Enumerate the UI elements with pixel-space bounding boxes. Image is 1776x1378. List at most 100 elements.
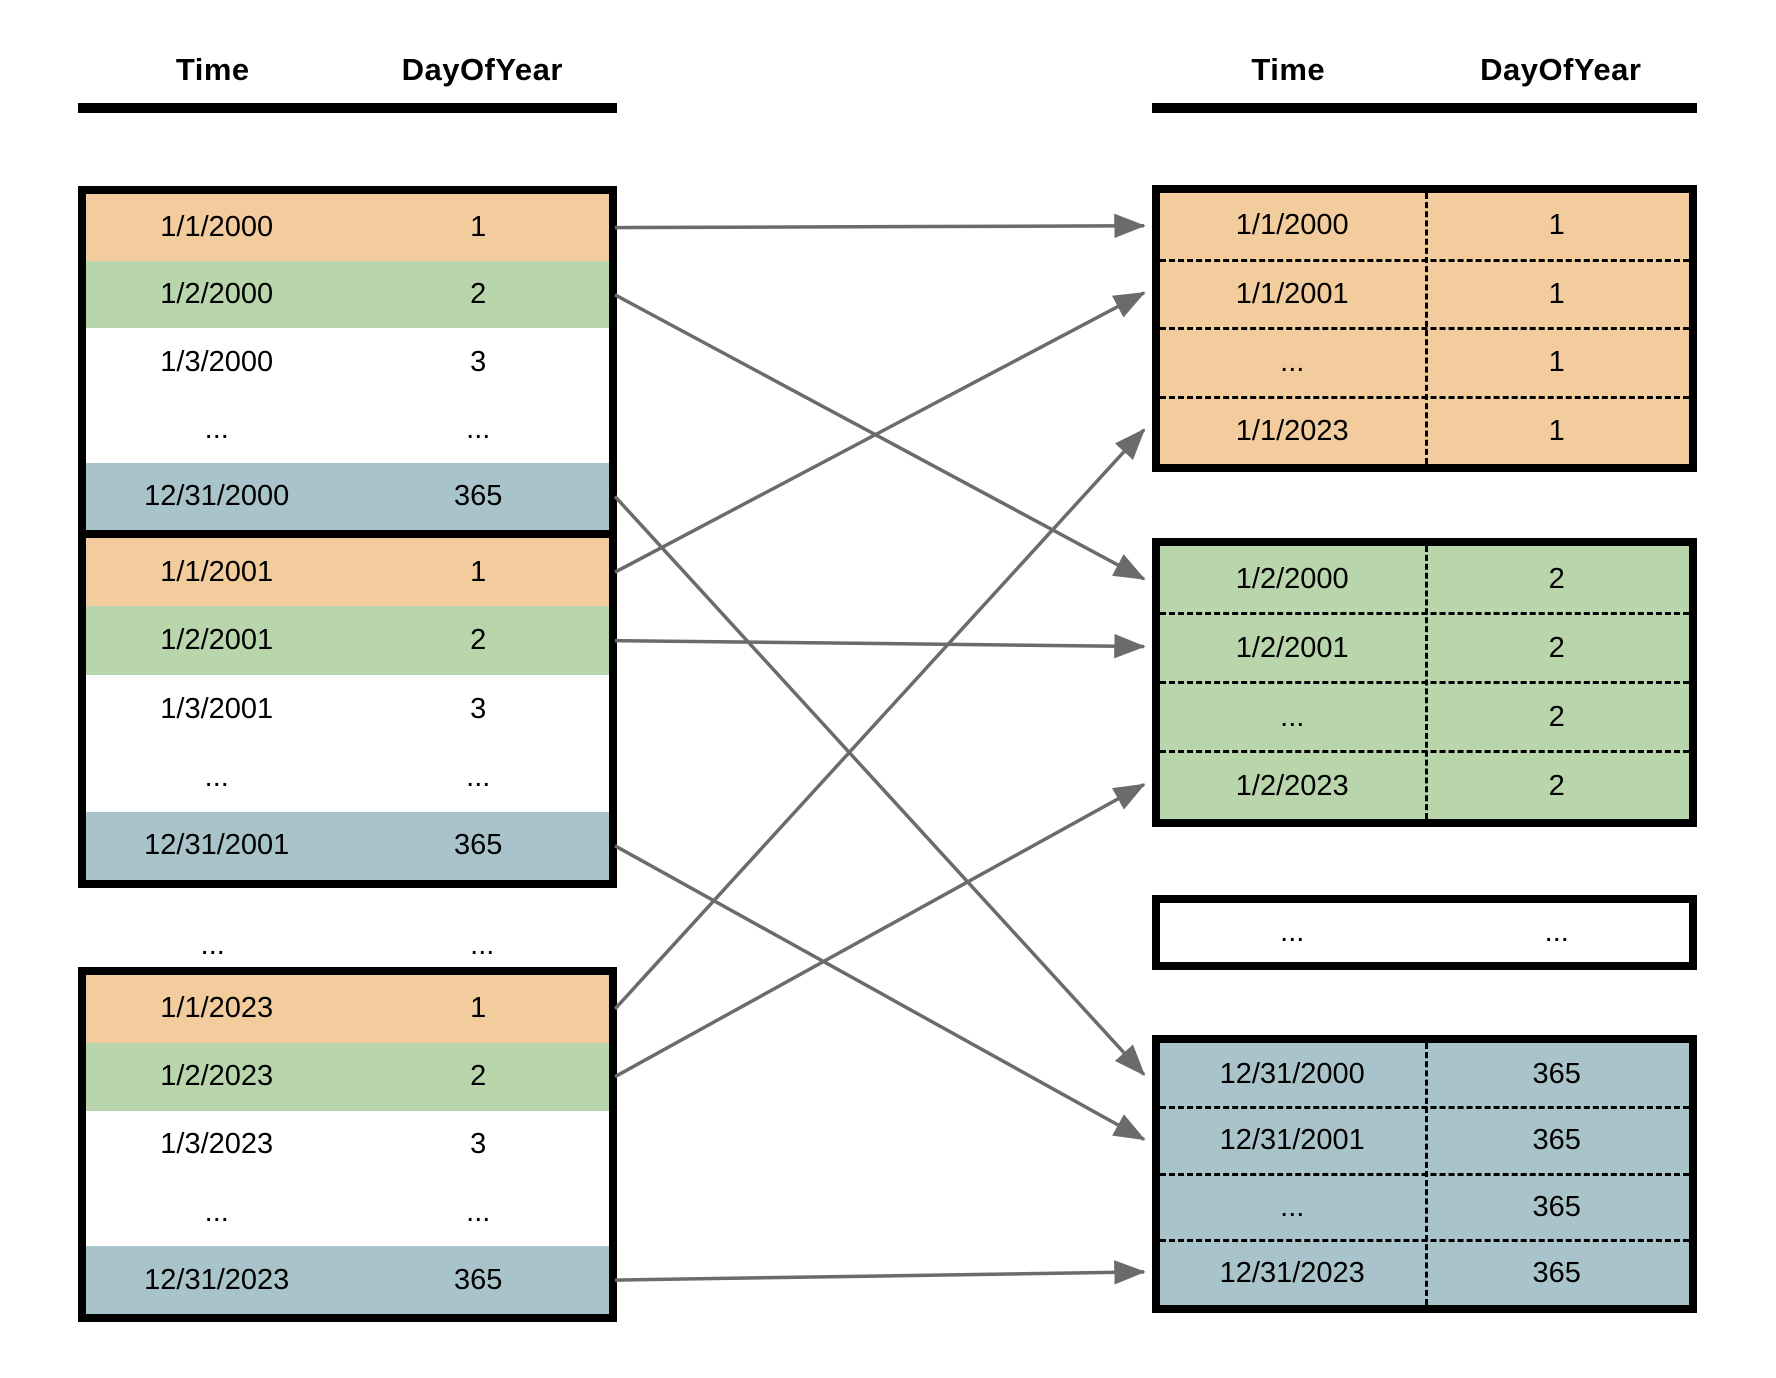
dayofyear-cell: 1 (1548, 346, 1565, 379)
dayofyear-cell: 2 (1548, 631, 1565, 664)
dayofyear-cell: 365 (1532, 1256, 1581, 1289)
time-cell: 1/2/2001 (1235, 631, 1349, 664)
dayofyear-cell: 365 (1532, 1058, 1581, 1091)
dayofyear-cell: 365 (454, 1263, 503, 1296)
mapping-arrow (614, 1260, 1146, 1285)
right-group-block: 1/2/2000 2 1/2/2001 2... 2 1/2/2023 2 (1152, 538, 1697, 827)
dayofyear-cell: ... (466, 1195, 491, 1228)
time-cell: ... (204, 412, 229, 445)
dayofyear-cell: 365 (454, 479, 503, 512)
dayofyear-cell: 2 (470, 624, 487, 657)
time-cell: 1/1/2001 (160, 555, 274, 588)
column-divider (1424, 546, 1428, 819)
time-cell: ... (204, 1195, 229, 1228)
time-cell: 1/2/2000 (1235, 562, 1349, 595)
table-row: 1/3/2000 3 (86, 328, 609, 396)
time-cell: ... (1280, 700, 1305, 733)
time-cell: ... (1280, 1190, 1305, 1223)
dayofyear-cell: ... (1544, 916, 1569, 948)
left-header-underline (78, 103, 617, 113)
mapping-arrow (614, 782, 1146, 1079)
dayofyear-cell: ... (466, 412, 491, 445)
time-cell: 1/1/2000 (160, 211, 274, 244)
dayofyear-cell: 3 (470, 345, 487, 378)
table-row: 1/3/2023 3 (86, 1110, 609, 1179)
time-cell: 1/3/2001 (160, 692, 274, 725)
mapping-arrow (614, 844, 1146, 1141)
right-group-block: 1/1/2000 1 1/1/2001 1... 1 1/1/2023 1 (1152, 185, 1697, 472)
table-row: 12/31/2000 365 (86, 462, 609, 531)
time-cell: 1/1/2023 (1235, 414, 1349, 447)
dayofyear-cell: 1 (1548, 414, 1565, 447)
column-divider (1424, 1043, 1428, 1305)
table-row: 1/1/2001 1 (86, 538, 609, 607)
dayofyear-cell: ... (466, 760, 491, 793)
mapping-arrow (614, 291, 1146, 574)
mapping-arrow (613, 495, 1146, 1076)
right-time-column-header: Time (1251, 52, 1326, 87)
left-table-header: Time DayOfYear (78, 48, 617, 92)
table-row: ...... (1160, 903, 1689, 962)
dayofyear-cell: 1 (470, 211, 487, 244)
table-row: 12/31/2001 365 (86, 811, 609, 881)
time-cell: 1/3/2000 (160, 345, 274, 378)
dayofyear-cell: 2 (1548, 562, 1565, 595)
mapping-arrow (613, 428, 1146, 1011)
table-row: 1/1/2000 1 (86, 194, 609, 262)
dayofyear-cell: 2 (1548, 700, 1565, 733)
table-row: ...... (86, 395, 609, 463)
time-cell: 1/1/2000 (1235, 209, 1349, 242)
mapping-arrow (614, 213, 1146, 239)
time-cell: 12/31/2000 (144, 479, 290, 512)
table-row: ...... (86, 743, 609, 812)
time-cell: ... (200, 929, 225, 961)
table-row: ...... (86, 1178, 609, 1247)
table-row: 1/1/2000 1 (1160, 193, 1689, 259)
right-dayofyear-column-header: DayOfYear (1480, 52, 1642, 87)
dayofyear-cell: 1 (470, 555, 487, 588)
time-cell: 12/31/2023 (144, 1263, 290, 1296)
dayofyear-cell: 3 (470, 692, 487, 725)
time-cell: 12/31/2001 (144, 829, 290, 862)
dayofyear-cell: 365 (454, 829, 503, 862)
time-cell: 12/31/2023 (1219, 1256, 1365, 1289)
time-cell: 1/2/2023 (1235, 769, 1349, 802)
right-table-header: Time DayOfYear (1152, 48, 1697, 92)
time-cell: ... (1280, 346, 1305, 379)
dayofyear-cell: 365 (1532, 1124, 1581, 1157)
ellipsis-row: ...... (78, 888, 617, 967)
time-cell: 12/31/2001 (1219, 1124, 1365, 1157)
table-row: 12/31/2023 365 (86, 1246, 609, 1314)
dayofyear-cell: 2 (470, 1060, 487, 1093)
time-cell: 1/1/2001 (1235, 277, 1349, 310)
table-row: 1/2/2023 2 (86, 1042, 609, 1111)
left-time-column-header: Time (175, 52, 250, 87)
dayofyear-cell: 3 (470, 1127, 487, 1160)
dayofyear-cell: 1 (470, 992, 487, 1025)
time-cell: 1/1/2023 (160, 992, 274, 1025)
time-cell: 1/2/2023 (160, 1060, 274, 1093)
dayofyear-cell: ... (470, 929, 495, 961)
dayofyear-cell: 365 (1532, 1190, 1581, 1223)
time-cell: 1/2/2000 (160, 278, 274, 311)
dayofyear-cell: 1 (1548, 277, 1565, 310)
left-dayofyear-column-header: DayOfYear (401, 52, 563, 87)
table-row: 1/3/2001 3 (86, 674, 609, 744)
dayofyear-cell: 1 (1548, 209, 1565, 242)
table-row: 1/2/2000 2 (1160, 546, 1689, 612)
right-group-block: ...... (1152, 895, 1697, 970)
time-cell: 1/3/2023 (160, 1127, 274, 1160)
time-cell: ... (1280, 916, 1305, 948)
column-divider (1424, 193, 1428, 464)
table-row: 1/1/2023 1 (86, 975, 609, 1043)
mapping-arrow (614, 293, 1146, 581)
